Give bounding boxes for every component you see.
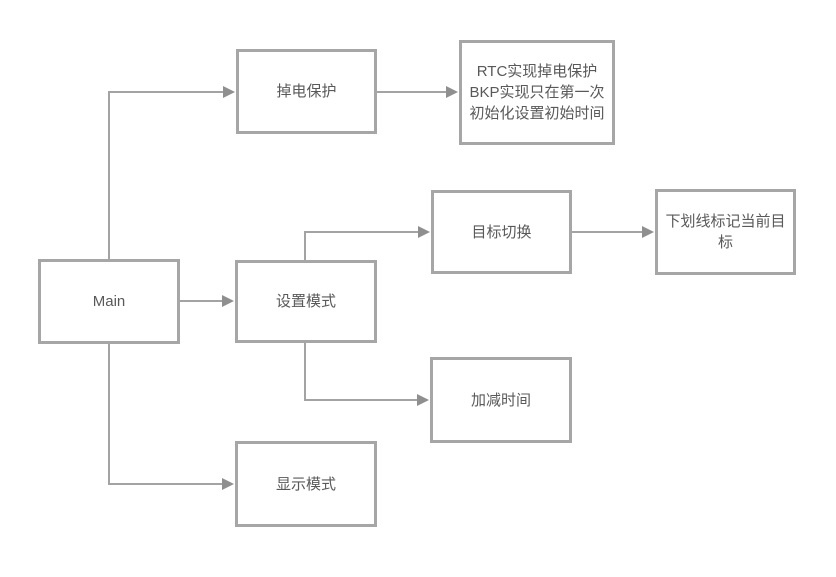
node-rtc-note-label: RTC实现掉电保护 BKP实现只在第一次 初始化设置初始时间	[469, 63, 605, 122]
node-set-mode-label: 设置模式	[275, 293, 336, 310]
connector-set-mode-to-time-adjust	[304, 343, 417, 401]
node-display-mode-label: 显示模式	[275, 475, 336, 493]
node-rtc-note[interactable]: RTC实现掉电保护 BKP实现只在第一次 初始化设置初始时间	[459, 40, 615, 145]
node-main-label: Main	[92, 293, 126, 310]
connector-main-to-power-protection	[108, 91, 223, 259]
node-underline-note-label: 下划线标记当前目 标	[665, 213, 786, 251]
node-target-switch-label: 目标切换	[471, 223, 532, 241]
node-time-adjust[interactable]: 加减时间	[430, 357, 572, 443]
arrowhead-power-protection	[223, 86, 235, 98]
connector-set-mode-to-target-switch	[304, 231, 418, 260]
connector-main-to-display-mode	[108, 344, 222, 485]
arrowhead-display-mode	[222, 478, 234, 490]
node-set-mode[interactable]: 设置模式	[235, 260, 377, 343]
node-target-switch[interactable]: 目标切换	[431, 190, 572, 274]
node-power-protection[interactable]: 掉电保护	[236, 49, 377, 134]
node-time-adjust-label: 加减时间	[470, 391, 531, 409]
arrowhead-rtc-note	[446, 86, 458, 98]
arrowhead-set-mode	[222, 295, 234, 307]
node-underline-note[interactable]: 下划线标记当前目 标	[655, 189, 796, 275]
arrowhead-target-switch	[418, 226, 430, 238]
node-display-mode[interactable]: 显示模式	[235, 441, 377, 527]
node-main[interactable]: Main	[38, 259, 180, 344]
arrowhead-underline-note	[642, 226, 654, 238]
node-power-protection-label: 掉电保护	[276, 83, 337, 100]
arrowhead-time-adjust	[417, 394, 429, 406]
